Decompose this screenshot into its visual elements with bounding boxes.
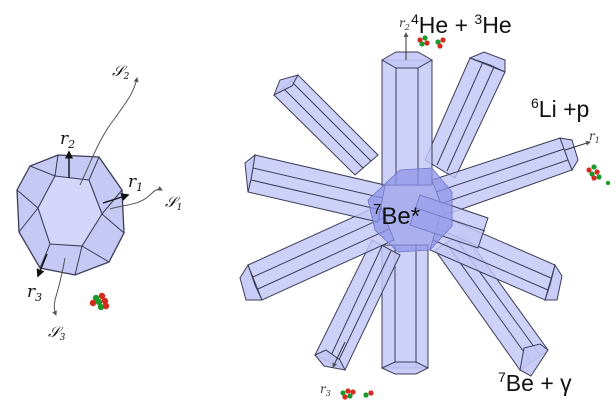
s3-curve bbox=[52, 257, 66, 316]
tube-lower-left bbox=[314, 239, 401, 371]
compound-label: 7Be* bbox=[373, 201, 420, 230]
li-nucleus-cluster bbox=[586, 164, 611, 186]
r1-axis-arrow bbox=[564, 140, 591, 151]
s2-label: 𝒮2 bbox=[112, 62, 130, 82]
s1-curve bbox=[109, 185, 163, 210]
r1-arrow bbox=[102, 193, 130, 204]
left-polyhedron bbox=[16, 154, 125, 276]
channel-be-label: 7Be + γ bbox=[498, 369, 572, 396]
be-nucleus-cluster bbox=[340, 388, 374, 400]
tube-left-lower bbox=[239, 204, 395, 301]
r3-axis-label: r3 bbox=[320, 382, 331, 398]
r2-label: r2 bbox=[60, 129, 75, 151]
r3-axis-arrow bbox=[332, 341, 346, 368]
tube-upper-left bbox=[273, 74, 379, 176]
s1-label: 𝒮1 bbox=[165, 193, 182, 213]
tube-upper-right bbox=[424, 51, 506, 179]
he-nucleus-clusters bbox=[417, 35, 446, 49]
s3-label: 𝒮3 bbox=[48, 323, 66, 343]
channel-he-label: 4He + 3He bbox=[411, 11, 512, 38]
r1-label: r1 bbox=[128, 172, 143, 194]
tube-left bbox=[244, 153, 386, 223]
channel-li-label: 6Li +p bbox=[531, 95, 589, 122]
s2-curve bbox=[79, 77, 139, 186]
r3-arrow bbox=[36, 253, 48, 278]
tube-top bbox=[380, 51, 434, 186]
compound-core bbox=[367, 167, 453, 253]
left-nucleus-cluster bbox=[89, 292, 110, 311]
r2-axis-label: r2 bbox=[399, 16, 410, 32]
r3-label: r3 bbox=[27, 282, 42, 304]
r1-axis-label: r1 bbox=[589, 129, 600, 145]
